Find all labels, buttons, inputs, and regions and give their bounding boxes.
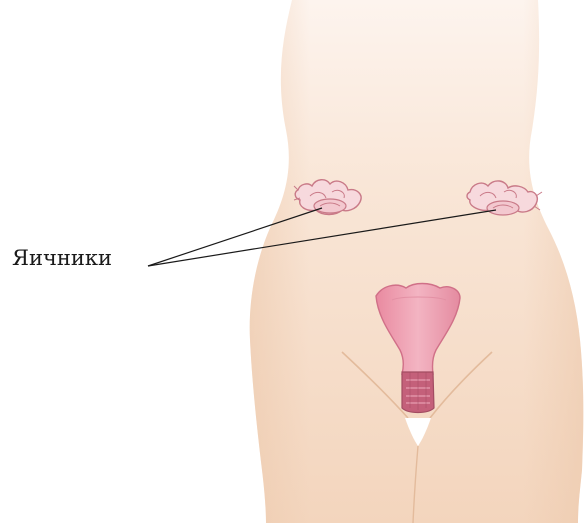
- ovaries-label: Яичники: [12, 248, 112, 269]
- female-torso-icon: [250, 0, 584, 523]
